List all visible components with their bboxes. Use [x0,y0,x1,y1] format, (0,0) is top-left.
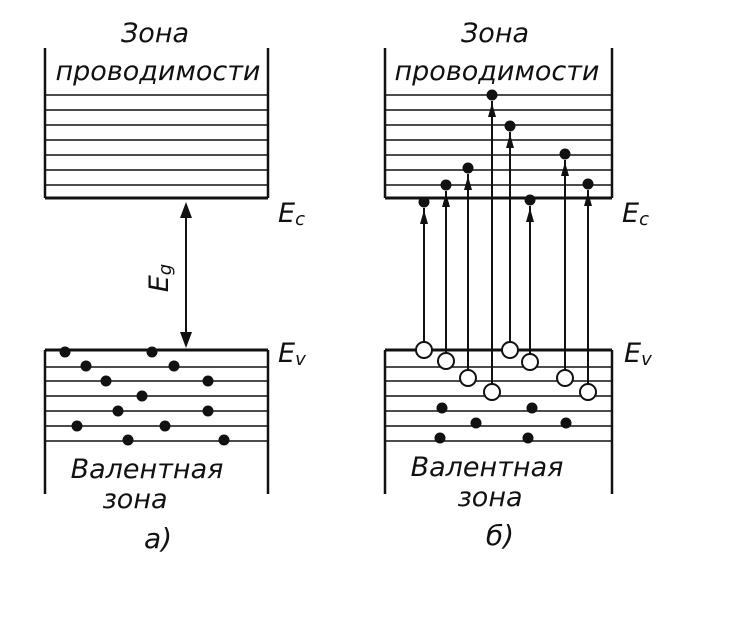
electron-dot [59,346,71,358]
valence-band-a [43,348,270,494]
excitation-arrowhead [584,192,592,206]
electron-dot [122,434,134,446]
valence-electrons-b [434,402,572,444]
valence-band-b [383,348,614,494]
excitation-arrowhead [488,103,496,117]
ev-label: Ev [278,338,306,370]
conduction-levels [45,94,268,186]
excitation-arrowhead [561,162,569,176]
electron-dot [436,402,448,414]
electron-dot [202,405,214,417]
ev-symbol: E [278,338,295,369]
electron-dot [100,375,112,387]
excitation-arrowhead [464,176,472,190]
electron-dot [71,420,83,432]
electron-dot [526,402,538,414]
electron-dot [159,420,171,432]
excitation-arrowhead [442,193,450,207]
electron-dot [560,417,572,429]
electron-dot [168,360,180,372]
excited-electron-dot [418,196,430,208]
electron-dot [522,432,534,444]
panel-a: Зона проводимости Ec Eg Ev Валентная зон… [43,18,306,555]
ec-label: Ec [278,198,305,230]
ec-subscript: c [639,209,649,230]
ec-subscript: c [295,209,305,230]
valence-band-label-line2: зона [457,482,522,513]
ev-symbol: E [624,338,641,369]
valence-band-label-line2: зона [102,484,167,515]
hole-circle [501,341,519,359]
valence-electrons-a [59,346,230,446]
excited-electron-dot [462,162,474,174]
hole-circle [483,383,501,401]
excited-electron-dot [582,178,594,190]
electron-dot [434,432,446,444]
conduction-band-label-line1: Зона [461,18,529,49]
conduction-levels [385,94,612,186]
band-gap-arrow [180,202,192,348]
ec-label: Ec [622,198,649,230]
excitation-arrowhead [526,208,534,222]
electron-dot [202,375,214,387]
eg-subscript: g [155,264,176,275]
ec-symbol: E [622,198,639,229]
electron-dot [80,360,92,372]
conduction-band-label-line1: Зона [121,18,189,49]
valence-band-label-line1: Валентная [71,454,224,485]
electron-dot [470,417,482,429]
hole-circle [437,352,455,370]
excited-electron-dot [440,179,452,191]
panel-b: Зона проводимости Ec Ev Валентная зона б… [383,18,652,552]
excited-electron-dot [559,148,571,160]
excitation-transitions [415,89,597,401]
excited-electron-dot [524,194,536,206]
gap-label: Eg [144,264,176,293]
conduction-band-label-line2: проводимости [395,56,600,87]
electron-dot [112,405,124,417]
ev-subscript: v [641,349,652,370]
eg-symbol: E [144,275,175,292]
caption-a: а) [144,522,172,555]
ev-label: Ev [624,338,652,370]
electron-dot [218,434,230,446]
gap-arrowhead-up [180,202,192,218]
ev-subscript: v [295,349,306,370]
hole-circle [415,341,433,359]
hole-circle [579,383,597,401]
electron-dot [136,390,148,402]
conduction-band-a [43,48,270,200]
gap-arrowhead-down [180,332,192,348]
valence-band-label-line1: Валентная [411,452,564,483]
excited-electron-dot [504,120,516,132]
hole-circle [521,353,539,371]
valence-levels [385,366,612,442]
hole-circle [556,369,574,387]
conduction-band-label-line2: проводимости [56,56,261,87]
excited-electron-dot [486,89,498,101]
excitation-arrowhead [506,134,514,148]
caption-b: б) [486,519,514,552]
hole-circle [459,369,477,387]
ec-symbol: E [278,198,295,229]
excitation-arrowhead [420,210,428,224]
conduction-band-b [383,48,614,200]
electron-dot [146,346,158,358]
